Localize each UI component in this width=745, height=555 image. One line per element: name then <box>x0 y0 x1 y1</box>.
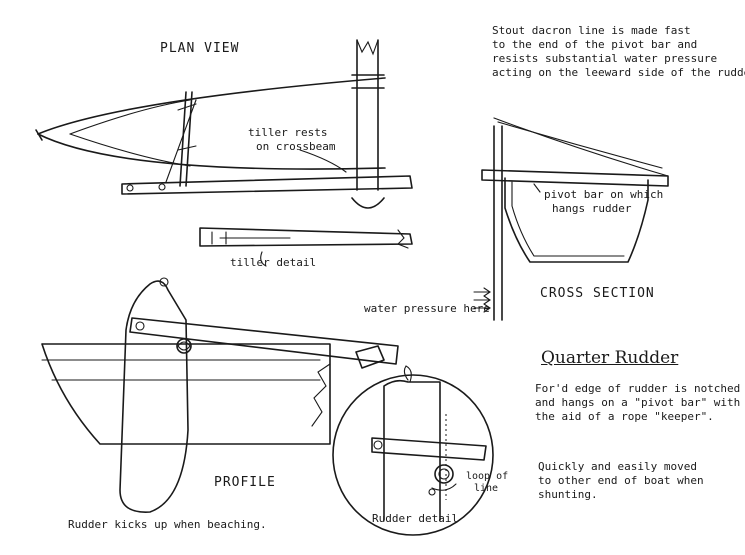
quarter-rudder-title: Quarter Rudder <box>541 348 679 368</box>
rudder-detail-label: Rudder detail <box>372 512 459 525</box>
notch-note-line: For'd edge of rudder is notched <box>535 382 741 395</box>
tiller-detail-label: tiller detail <box>230 256 317 269</box>
dacron-note-line: acting on the leeward side of the rudder… <box>492 66 745 79</box>
dacron-note-line: to the end of the pivot bar and <box>492 38 698 51</box>
dacron-note-line: resists substantial water pressure <box>492 52 718 65</box>
dacron-note: Stout dacron line is made fast to the en… <box>492 24 745 80</box>
loop-of-line-label-1: loop of <box>466 471 509 482</box>
move-note-line: Quickly and easily moved <box>538 460 697 473</box>
notch-note-line: the aid of a rope "keeper". <box>535 410 714 423</box>
pivot-bar-label-1: pivot bar on which <box>544 188 664 201</box>
water-pressure-label: water pressure here <box>364 302 490 315</box>
tiller-rests-label-1: tiller rests <box>248 126 328 139</box>
rudder-detail-drawing <box>332 365 494 536</box>
move-note-line: shunting. <box>538 488 598 501</box>
notch-note-line: and hangs on a "pivot bar" with <box>535 396 741 409</box>
cross-section-drawing <box>473 117 669 321</box>
plan-view-drawing <box>35 39 413 209</box>
loop-of-line-label-2: line <box>474 483 499 494</box>
rudder-kicks-label: Rudder kicks up when beaching. <box>68 518 267 531</box>
tiller-detail-drawing <box>199 227 413 267</box>
cross-section-label: CROSS SECTION <box>540 286 655 301</box>
notch-note: For'd edge of rudder is notched and hang… <box>535 382 740 424</box>
move-note-line: to other end of boat when <box>538 474 704 487</box>
profile-label: PROFILE <box>214 475 276 490</box>
move-note: Quickly and easily moved to other end of… <box>538 460 704 502</box>
dacron-note-line: Stout dacron line is made fast <box>492 24 691 37</box>
pivot-bar-label-2: hangs rudder <box>552 202 632 215</box>
tiller-rests-label-2: on crossbeam <box>256 140 336 153</box>
plan-view-label: PLAN VIEW <box>160 41 240 56</box>
profile-drawing <box>41 277 399 513</box>
